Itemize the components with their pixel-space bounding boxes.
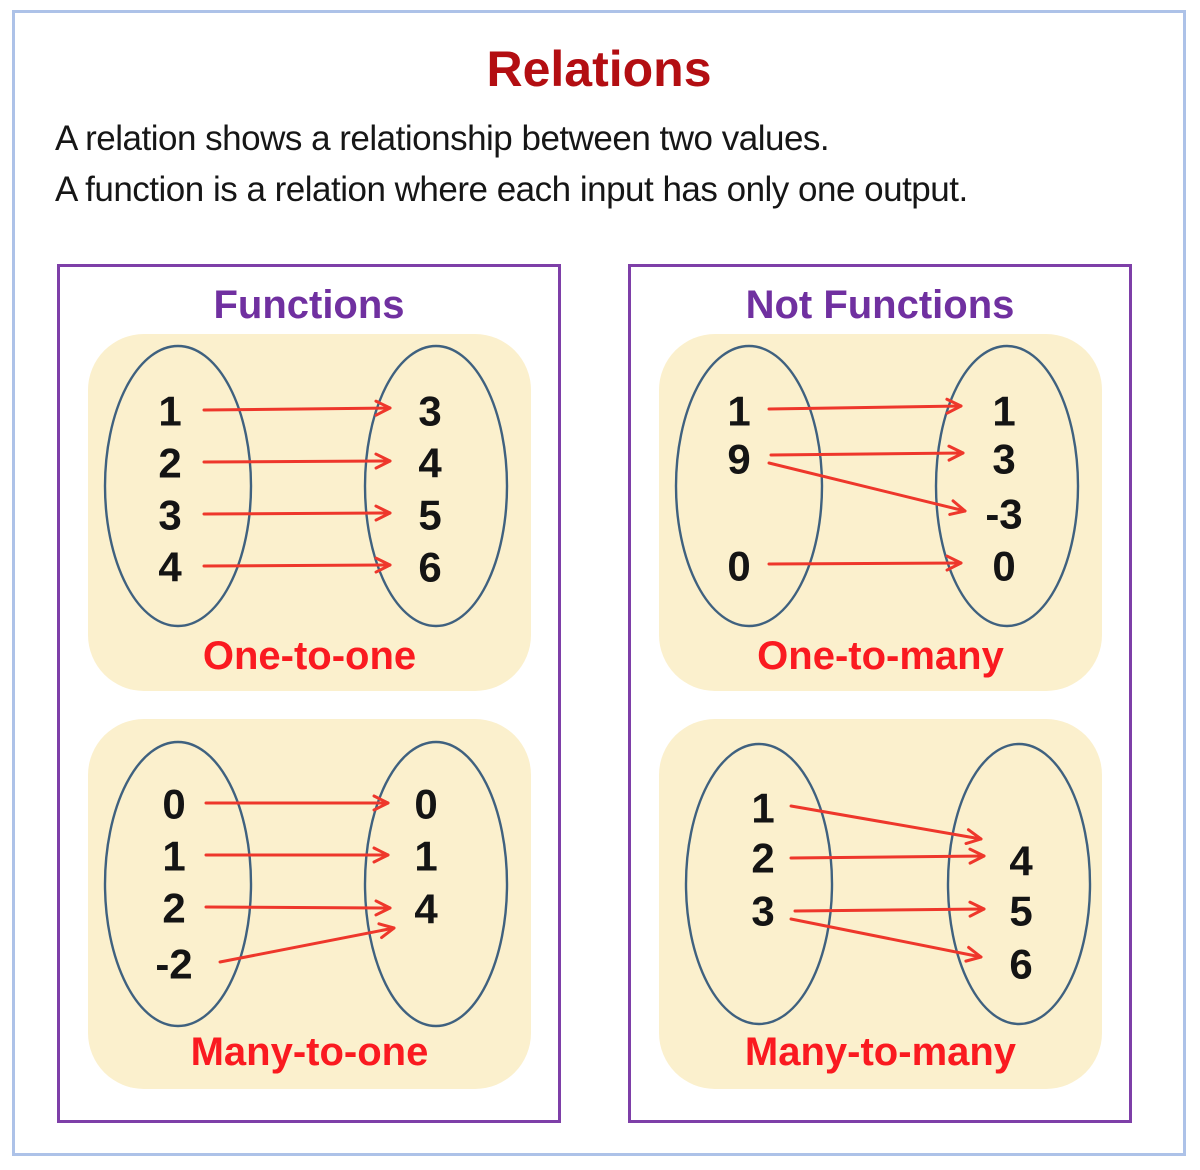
- output-set-ellipse: [946, 742, 1092, 1026]
- functions-column: Functions 1 2 3 4 3 4 5 6 One-to-one: [57, 264, 561, 1123]
- input-value: 3: [751, 888, 774, 935]
- input-value: 1: [162, 833, 185, 880]
- output-value: 6: [1009, 941, 1032, 988]
- mapping-arrow: [218, 922, 396, 964]
- mapping-arrow: [789, 917, 983, 963]
- not-functions-heading: Not Functions: [745, 283, 1015, 327]
- mapping-arrow: [767, 554, 963, 572]
- input-value: 3: [158, 492, 181, 539]
- outer-frame: Relations A relation shows a relationshi…: [12, 10, 1186, 1156]
- mapping-arrow: [789, 847, 986, 865]
- many-to-one-label: Many-to-one: [190, 1030, 429, 1074]
- output-value: 3: [992, 436, 1015, 483]
- input-value: 4: [158, 544, 182, 591]
- input-value: 1: [727, 388, 750, 435]
- not-functions-column: Not Functions 1 9 0 1 3 -3 0 One-to-many: [628, 264, 1132, 1123]
- input-value: 2: [158, 440, 181, 487]
- output-value: 6: [418, 544, 441, 591]
- many-to-many-panel: 1 2 3 4 5 6 Many-to-many: [659, 719, 1102, 1089]
- intro-text: A relation shows a relationship between …: [55, 113, 1163, 215]
- mapping-arrow: [769, 444, 965, 462]
- one-to-one-label: One-to-one: [202, 634, 417, 678]
- mapping-arrow: [767, 461, 967, 516]
- mapping-arrow: [204, 899, 392, 917]
- mapping-arrow: [202, 399, 392, 417]
- input-value: 1: [751, 785, 774, 832]
- output-value: 4: [414, 886, 438, 933]
- output-set-ellipse: [934, 344, 1080, 628]
- input-value: -2: [155, 941, 192, 988]
- one-to-one-panel: 1 2 3 4 3 4 5 6 One-to-one: [88, 334, 531, 691]
- output-value: 1: [992, 388, 1015, 435]
- output-value: 1: [414, 833, 437, 880]
- input-set-ellipse: [684, 742, 834, 1026]
- one-to-many-label: One-to-many: [757, 634, 1004, 678]
- page-title: Relations: [486, 41, 712, 97]
- mapping-arrow: [793, 900, 986, 918]
- output-set-ellipse: [363, 344, 509, 628]
- many-to-many-label: Many-to-many: [744, 1030, 1017, 1074]
- output-value: 5: [1009, 888, 1032, 935]
- many-to-many-diagram: 1 2 3 4 5 6: [684, 742, 1092, 1026]
- output-value: 5: [418, 492, 441, 539]
- mapping-arrow: [202, 452, 392, 470]
- intro-line-2: A function is a relation where each inpu…: [55, 170, 968, 209]
- intro-line-1: A relation shows a relationship between …: [55, 119, 830, 158]
- input-value: 2: [162, 885, 185, 932]
- many-to-one-panel: 0 1 2 -2 0 1 4 Many-to-one: [88, 719, 531, 1089]
- output-value: 4: [1009, 838, 1033, 885]
- input-value: 0: [727, 543, 750, 590]
- output-value: 3: [418, 388, 441, 435]
- output-set-ellipse: [363, 740, 509, 1028]
- input-value: 0: [162, 781, 185, 828]
- input-value: 9: [727, 436, 750, 483]
- input-set-ellipse: [103, 740, 253, 1028]
- output-value: 0: [414, 781, 437, 828]
- mapping-arrow: [202, 556, 392, 574]
- one-to-many-diagram: 1 9 0 1 3 -3 0: [674, 344, 1080, 628]
- mapping-arrow: [767, 397, 963, 415]
- output-value: -3: [985, 491, 1022, 538]
- input-set-ellipse: [674, 344, 824, 628]
- input-value: 1: [158, 388, 181, 435]
- many-to-one-diagram: 0 1 2 -2 0 1 4: [103, 740, 509, 1028]
- mapping-arrow: [202, 504, 392, 522]
- output-value: 4: [418, 440, 442, 487]
- mapping-arrow: [789, 804, 983, 846]
- functions-heading: Functions: [213, 283, 405, 327]
- output-value: 0: [992, 543, 1015, 590]
- one-to-one-diagram: 1 2 3 4 3 4 5 6: [103, 344, 509, 628]
- input-value: 2: [751, 835, 774, 882]
- input-set-ellipse: [103, 344, 253, 628]
- one-to-many-panel: 1 9 0 1 3 -3 0 One-to-many: [659, 334, 1102, 691]
